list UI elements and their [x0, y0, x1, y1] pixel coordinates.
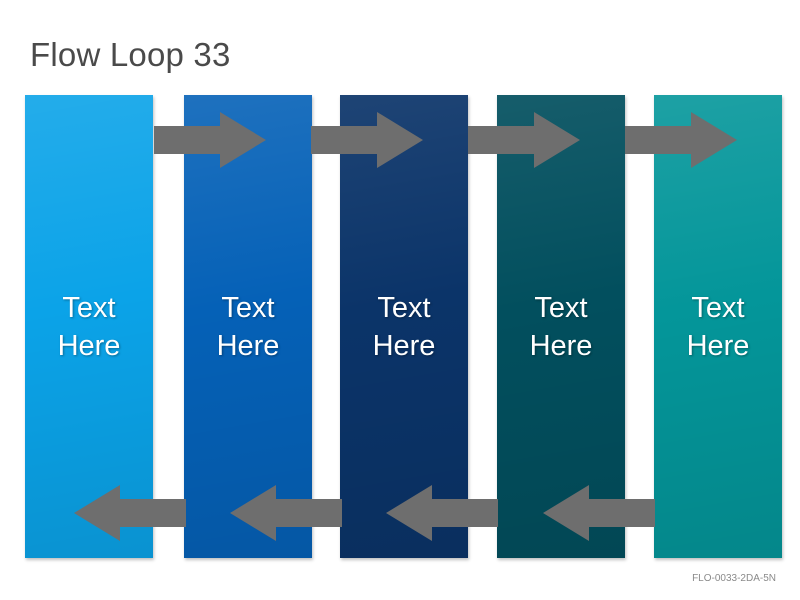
column-label-line2: Here — [529, 330, 593, 362]
left-arrow-icon — [230, 485, 342, 541]
left-arrow-icon — [386, 485, 498, 541]
column-label: Text Here — [340, 289, 468, 365]
column-label: Text Here — [184, 289, 312, 365]
right-arrow-icon — [468, 112, 580, 168]
column-label: Text Here — [654, 289, 782, 365]
column-label-line2: Here — [686, 330, 750, 362]
right-arrow-icon — [625, 112, 737, 168]
footer-code: FLO-0033-2DA-5N — [692, 573, 776, 584]
column-label-line1: Text — [377, 292, 431, 324]
column-label-line1: Text — [534, 292, 588, 324]
left-arrow-icon — [74, 485, 186, 541]
column-label-line1: Text — [691, 292, 745, 324]
page-title: Flow Loop 33 — [30, 36, 231, 73]
right-arrow-icon — [311, 112, 423, 168]
right-arrow-icon — [154, 112, 266, 168]
column-label: Text Here — [25, 289, 153, 365]
column-label: Text Here — [497, 289, 625, 365]
column-label-line2: Here — [57, 330, 121, 362]
column-label-line2: Here — [372, 330, 436, 362]
left-arrow-icon — [543, 485, 655, 541]
column-label-line2: Here — [216, 330, 280, 362]
column-label-line1: Text — [221, 292, 275, 324]
column-label-line1: Text — [62, 292, 116, 324]
